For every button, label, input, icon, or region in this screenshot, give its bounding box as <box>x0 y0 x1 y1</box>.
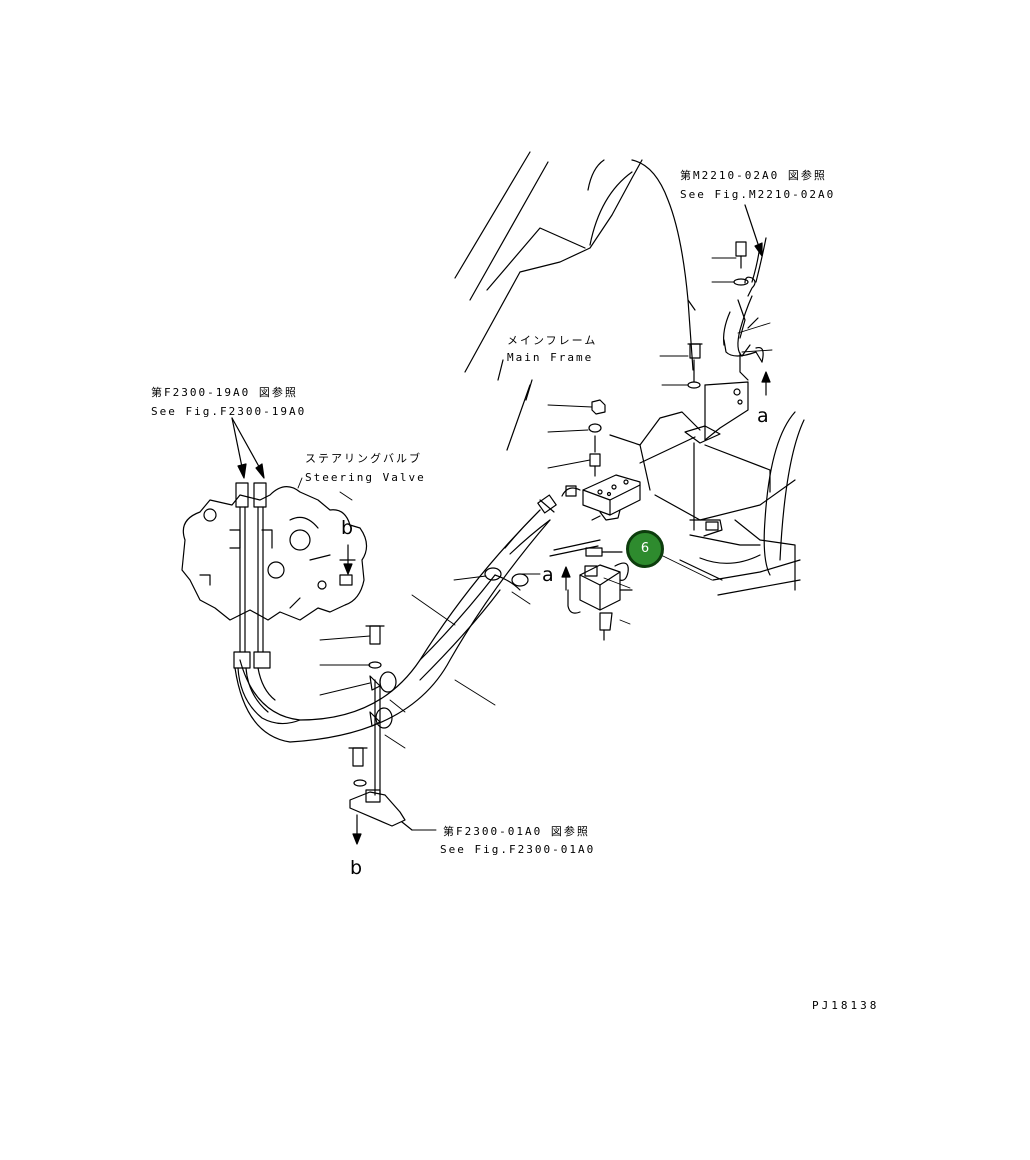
ref-m2210-jp: 第M2210-02A0 図参照 <box>680 169 827 182</box>
steering-pipes <box>233 482 301 725</box>
ref-f2300-19-jp: 第F2300-19A0 図参照 <box>151 386 298 399</box>
leader-lines <box>297 257 773 831</box>
drawing-code: PJ18138 <box>812 999 880 1012</box>
marker-b-upper: b <box>341 517 354 539</box>
wire-harness <box>723 237 767 363</box>
steering-valve-jp: ステアリングバルブ <box>305 452 422 465</box>
valve-block <box>561 399 696 521</box>
part-callout-6[interactable]: 6 <box>626 530 664 568</box>
marker-a-upper: a <box>757 405 769 427</box>
solenoid-valve <box>549 539 633 641</box>
hose-clamps <box>369 567 529 729</box>
marker-a-lower: a <box>542 564 554 586</box>
ref-f2300-01-en: See Fig.F2300-01A0 <box>440 843 596 856</box>
ref-m2210-en: See Fig.M2210-02A0 <box>680 188 836 201</box>
steering-valve-en: Steering Valve <box>305 471 426 484</box>
main-frame-en: Main Frame <box>507 351 594 364</box>
reference-arrows <box>231 204 771 845</box>
main-frame-jp: メインフレーム <box>507 334 598 347</box>
hose-lines <box>234 494 557 743</box>
lower-bracket <box>348 625 413 831</box>
ref-f2300-19-en: See Fig.F2300-19A0 <box>151 405 307 418</box>
steering-valve-body <box>181 486 368 621</box>
main-frame-outline <box>454 151 805 596</box>
ref-f2300-01-jp: 第F2300-01A0 図参照 <box>443 825 590 838</box>
marker-b-lower: b <box>350 857 363 879</box>
